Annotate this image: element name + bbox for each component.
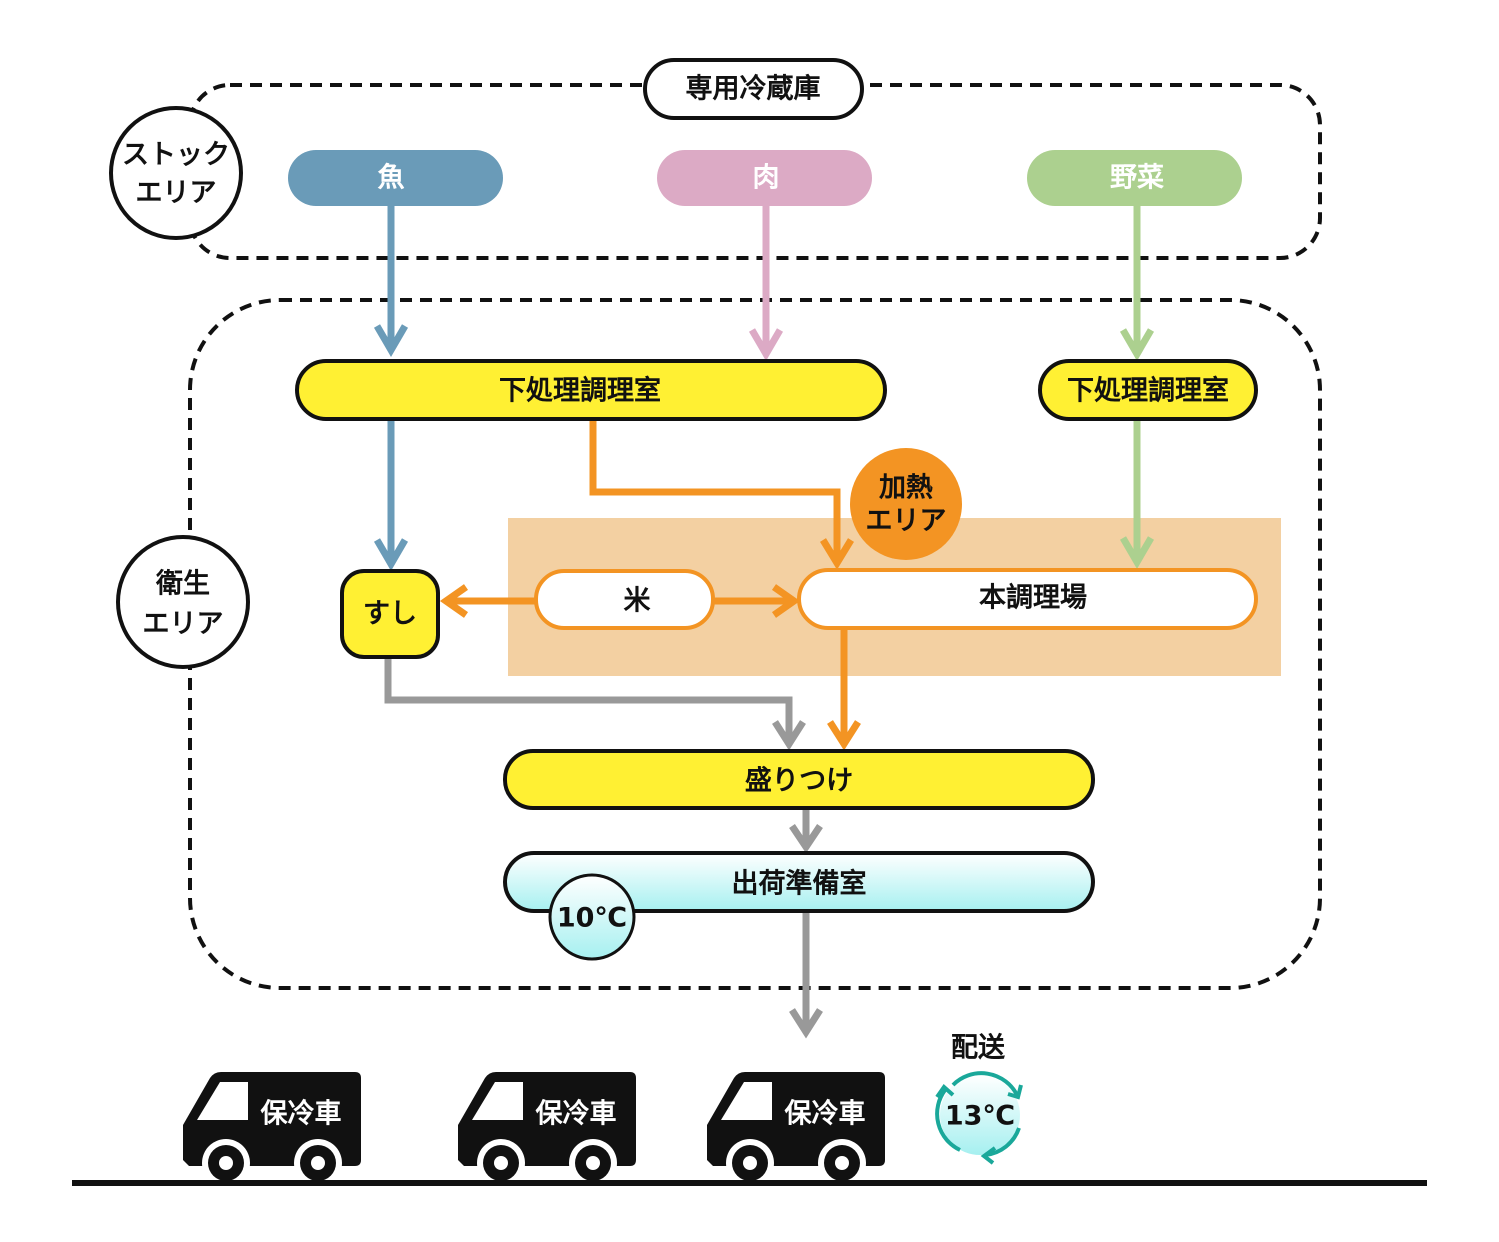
prep-room-main-label: 下処理調理室 [499, 375, 661, 407]
cycle-icon: 13℃ [935, 1071, 1023, 1165]
main-kitchen-node [797, 568, 1258, 630]
storage-label: 専用冷蔵庫 [686, 74, 821, 105]
delivery-temp: 13℃ [945, 1101, 1015, 1132]
prep-room-veg-label: 下処理調理室 [1067, 375, 1229, 407]
hygiene-area-label: エリア [143, 609, 224, 640]
prep-room-veg [1038, 359, 1258, 421]
gray-arrows [384, 657, 823, 1039]
truck-label: 保冷車 [784, 1099, 866, 1130]
shipping-temp-badge [548, 873, 636, 961]
prep-room-main [295, 359, 887, 421]
shipping-node [503, 851, 1095, 913]
hygiene-area-badge [116, 535, 250, 669]
truck-label: 保冷車 [535, 1099, 617, 1130]
storage-label-box [643, 58, 864, 120]
vegetable-label: 野菜 [1110, 163, 1164, 194]
orange-arrows [439, 419, 861, 751]
sushi-label: すし [363, 599, 417, 630]
meat-node [657, 150, 872, 206]
heat-area-label: エリア [866, 506, 947, 537]
fish-node [288, 150, 503, 206]
refrigerated-truck-icon: 保冷車 [458, 1072, 636, 1187]
rice-label: 米 [624, 586, 651, 617]
plating-label: 盛りつけ [745, 766, 853, 797]
shipping-label: 出荷準備室 [732, 868, 867, 900]
meat-arrow [748, 206, 784, 361]
shipping-temp: 10℃ [557, 903, 627, 934]
delivery-label: 配送 [951, 1033, 1005, 1064]
fish-label: 魚 [378, 162, 405, 194]
vegetable-arrow [1119, 206, 1155, 569]
ground-line [72, 1180, 1427, 1186]
vegetable-node [1027, 150, 1242, 206]
fish-arrow [373, 206, 409, 571]
plating-node [503, 749, 1095, 810]
hygiene-area-label: 衛生 [155, 568, 210, 600]
stock-area-badge [109, 106, 243, 240]
main-kitchen-label: 本調理場 [979, 582, 1087, 614]
truck-label: 保冷車 [260, 1099, 342, 1130]
refrigerated-truck-icon: 保冷車 [707, 1072, 885, 1187]
stock-area-label: エリア [136, 178, 217, 209]
rice-node [534, 569, 715, 630]
heat-area-label: 加熱 [879, 473, 933, 504]
meat-label: 肉 [753, 163, 780, 194]
stock-area-label: ストック [122, 140, 230, 171]
heat-area-badge [850, 448, 962, 560]
refrigerated-truck-icon: 保冷車 [183, 1072, 361, 1187]
sushi-node [340, 569, 440, 659]
